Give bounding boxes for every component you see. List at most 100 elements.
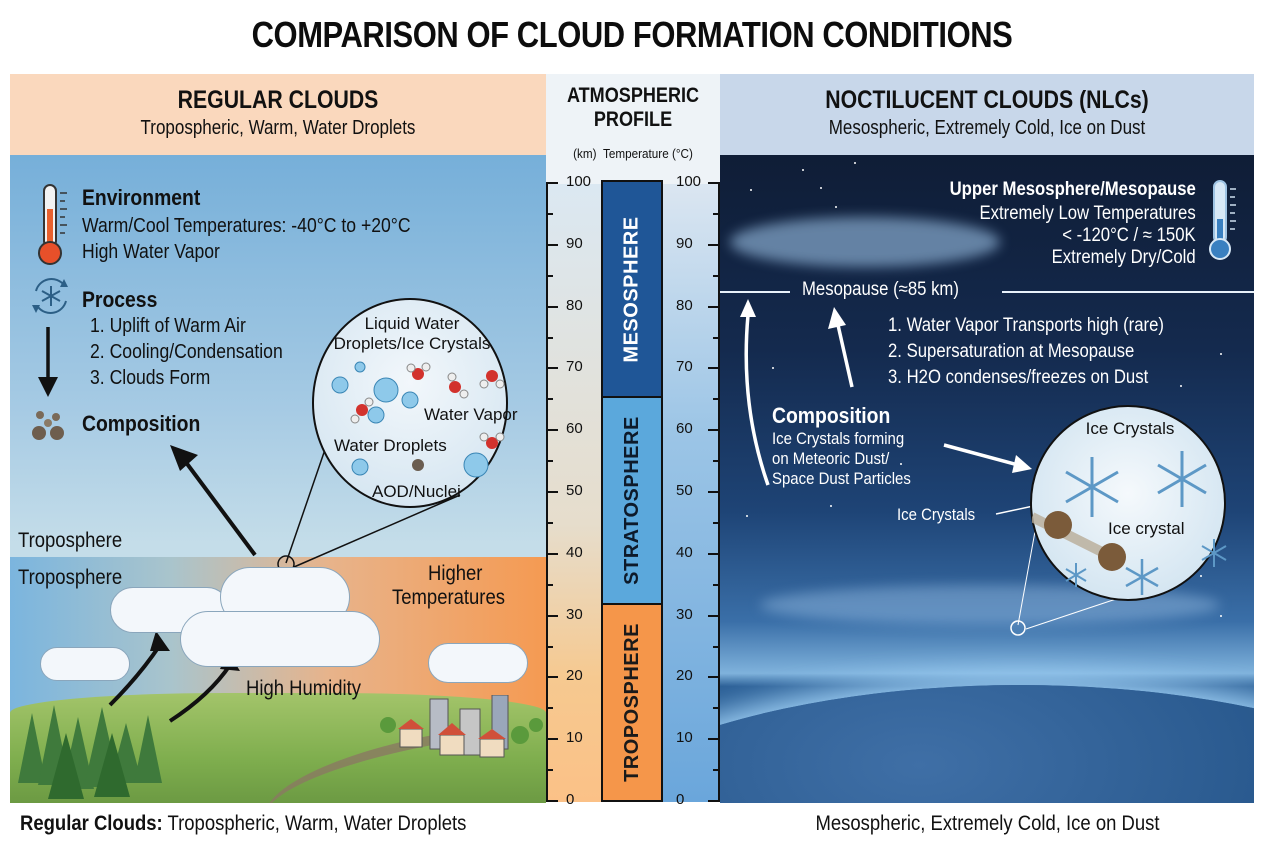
tick-left: 100: [566, 173, 592, 190]
nlc-step-2: 2. Supersaturation at Mesopause: [888, 341, 1135, 362]
nlc-step-1: 1. Water Vapor Transports high (rare): [888, 315, 1164, 336]
nlc-step-3: 3. H2O condenses/freezes on Dust: [888, 367, 1149, 388]
minor-tick-left: [546, 274, 553, 277]
tick-right: 80: [676, 296, 693, 314]
tick-left: 60: [566, 420, 583, 438]
earth-curvature: [720, 685, 1254, 803]
tickmark-right: [708, 367, 720, 370]
nlc-title: NOCTILUCENT CLOUDS (NLCs): [825, 86, 1149, 114]
thermometer-warm-icon: [38, 184, 67, 265]
minor-tick-right: [713, 583, 720, 586]
high-humidity-label: High Humidity: [246, 677, 362, 700]
thermometer-cold-icon: [1209, 180, 1236, 260]
nlc-composition-line-3: Space Dust Particles: [772, 469, 911, 488]
tick-left: 10: [566, 729, 583, 747]
minor-tick-right: [713, 212, 720, 215]
tick-right: 60: [676, 420, 693, 438]
profile-units: (km) Temperature (°C): [555, 146, 712, 161]
minor-tick-left: [546, 645, 553, 648]
tick-left: 20: [566, 667, 583, 685]
minor-tick-right: [713, 707, 720, 710]
minor-tick-left: [546, 212, 553, 215]
minor-tick-right: [713, 274, 720, 277]
higher-temp-label-1: Higher: [428, 562, 483, 585]
tick-right: 20: [676, 667, 693, 685]
environment-line-2: High Water Vapor: [82, 241, 220, 263]
tickmark-left: [546, 676, 558, 679]
tickmark-right: [708, 738, 720, 741]
process-heading: Process: [82, 287, 158, 312]
minor-tick-right: [713, 521, 720, 524]
minor-tick-left: [546, 336, 553, 339]
tickmark-left: [546, 182, 558, 184]
minor-tick-left: [546, 769, 553, 772]
nlc-composition-heading: Composition: [772, 403, 891, 428]
tick-right: 40: [676, 543, 693, 561]
tick-left: 90: [566, 234, 583, 252]
minor-tick-left: [546, 521, 553, 524]
magnifier-callout-lines: [108, 434, 461, 723]
upper-line-2: < -120°C / ≈ 150K: [1062, 225, 1196, 246]
water-vapor-label: Water Vapor: [424, 405, 518, 424]
page-title: COMPARISON OF CLOUD FORMATION CONDITIONS: [251, 14, 1013, 55]
nlc-header: NOCTILUCENT CLOUDS (NLCs) Mesospheric, E…: [720, 74, 1254, 155]
mesopause-label: Mesopause (≈85 km): [802, 279, 959, 300]
tick-right: 0: [676, 791, 685, 808]
regular-clouds-header: REGULAR CLOUDS Tropospheric, Warm, Water…: [10, 74, 546, 155]
minor-tick-right: [713, 645, 720, 648]
tickmark-left: [546, 367, 558, 370]
magnifier-title-1: Liquid Water: [364, 314, 460, 333]
ice-dust-magnifier: Ice Crystals Ice crystal: [1030, 405, 1227, 601]
tick-right: 30: [676, 605, 693, 623]
regular-clouds-footer: Regular Clouds: Tropospheric, Warm, Wate…: [20, 812, 527, 836]
footer-bold-label: Regular Clouds:: [20, 812, 163, 835]
troposphere-label-lower: Troposphere: [18, 566, 123, 589]
minor-tick-right: [713, 769, 720, 772]
magnifier-ice-crystal-label: Ice crystal: [1108, 519, 1185, 538]
regular-clouds-panel: Environment Warm/Cool Temperatures: -40°…: [10, 155, 546, 803]
forest-trees-icon: [18, 705, 162, 799]
snowflake-cycle-icon: [32, 278, 68, 314]
upper-line-1: Extremely Low Temperatures: [979, 203, 1196, 224]
droplet-magnifier: Liquid Water Droplets/Ice Crystals Water…: [312, 298, 518, 508]
layer-mesosphere: MESOSPHERE: [601, 180, 663, 398]
tickmark-right: [708, 800, 720, 802]
profile-title-1: ATMOSPHERIC: [566, 84, 700, 107]
minor-tick-left: [546, 398, 553, 401]
upper-line-3: Extremely Dry/Cold: [1051, 247, 1196, 268]
tickmark-left: [546, 491, 558, 493]
town-buildings-icon: [380, 695, 543, 758]
cloud-right: [428, 643, 528, 683]
tick-right: 100: [676, 173, 702, 190]
tick-left: 70: [566, 358, 583, 376]
tick-left: 0: [566, 791, 575, 808]
process-step-2: 2. Cooling/Condensation: [90, 341, 283, 363]
tickmark-left: [546, 800, 558, 802]
aod-nuclei-label: AOD/Nuclei: [372, 482, 461, 501]
atmospheric-profile-header: ATMOSPHERIC PROFILE (km) Temperature (°C…: [546, 74, 720, 184]
tick-right: 90: [676, 234, 693, 252]
minor-tick-right: [713, 460, 720, 463]
down-arrow-icon: [38, 327, 58, 397]
cloud-small-left: [40, 647, 130, 681]
water-molecules-icon: [331, 361, 505, 478]
tickmark-left: [546, 305, 558, 308]
environment-line-1: Warm/Cool Temperatures: -40°C to +20°C: [82, 215, 411, 237]
nlc-composition-line-1: Ice Crystals forming: [772, 429, 905, 448]
tick-left: 50: [566, 482, 583, 499]
tick-left: 80: [566, 296, 583, 314]
process-step-3: 3. Clouds Form: [90, 367, 211, 389]
layer-troposphere: TROPOSPHERE: [601, 603, 663, 802]
process-step-1: 1. Uplift of Warm Air: [90, 315, 246, 337]
magnifier-title-2: Droplets/Ice Crystals: [333, 334, 491, 353]
minor-tick-right: [713, 336, 720, 339]
unit-temperature: Temperature (°C): [603, 146, 693, 161]
tickmark-right: [708, 614, 720, 617]
ice-crystal-dust-icon: [1032, 451, 1227, 595]
mesopause-line-left: [720, 291, 790, 293]
altitude-axis-right: [661, 184, 720, 802]
environment-heading: Environment: [82, 185, 201, 210]
nlc-composition-line-2: on Meteoric Dust/: [772, 449, 890, 468]
nlc-cloud-band-upper: [730, 217, 1000, 267]
regular-clouds-title: REGULAR CLOUDS: [177, 86, 379, 114]
